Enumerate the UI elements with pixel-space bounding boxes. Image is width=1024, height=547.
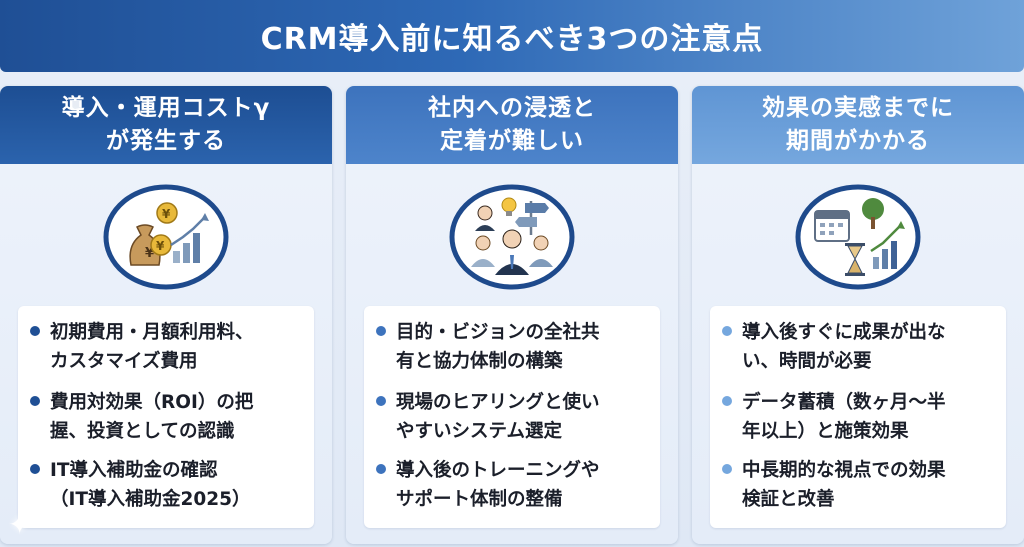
column-title-line2: が発生する — [106, 128, 226, 154]
column-adoption: 社内への浸透と 定着が難しい — [346, 86, 678, 544]
list-item: 導入後すぐに成果が出な い、時間が必要 — [722, 318, 1002, 376]
points-list: 導入後すぐに成果が出な い、時間が必要 データ蓄積（数ヶ月〜半 年以上）と施策効… — [710, 306, 1006, 528]
column-title-line1: 社内への浸透と — [428, 95, 596, 121]
column-title-line2: 期間がかかる — [786, 128, 930, 154]
column-title-line1: 導入・運用コストγ — [61, 95, 271, 121]
list-item: 費用対効果（ROI）の把 握、投資としての認識 — [30, 388, 310, 446]
column-title-line2: 定着が難しい — [440, 128, 584, 154]
bullet-icon — [376, 326, 386, 336]
list-item: 目的・ビジョンの全社共 有と協力体制の構築 — [376, 318, 656, 376]
bullet-icon — [722, 326, 732, 336]
team-people-direction-icon — [447, 183, 577, 291]
column-title-line1: 効果の実感までに — [762, 95, 954, 121]
bullet-icon — [376, 464, 386, 474]
points-list: 目的・ビジョンの全社共 有と協力体制の構築 現場のヒアリングと使い やすいシステ… — [364, 306, 660, 528]
list-item: IT導入補助金の確認 （IT導入補助金2025） — [30, 456, 310, 514]
calendar-hourglass-growth-icon — [793, 183, 923, 291]
list-item: データ蓄積（数ヶ月〜半 年以上）と施策効果 — [722, 388, 1002, 446]
sparkle-icon: ✦ — [974, 486, 1003, 526]
bullet-icon — [722, 396, 732, 406]
header-banner: CRM導入前に知るべき3つの注意点 — [0, 0, 1024, 72]
column-header: 効果の実感までに 期間がかかる — [692, 86, 1024, 164]
sparkle-icon: ✦ — [8, 508, 32, 541]
money-bag-yen-chart-icon: ¥ ¥ ¥ — [101, 183, 231, 291]
svg-text:¥: ¥ — [156, 239, 165, 253]
list-item: 初期費用・月額利用料、 カスタマイズ費用 — [30, 318, 310, 376]
bullet-icon — [30, 464, 40, 474]
column-header: 導入・運用コストγ が発生する — [0, 86, 332, 164]
page-title: CRM導入前に知るべき3つの注意点 — [260, 22, 764, 57]
column-time-to-effect: 効果の実感までに 期間がかかる — [692, 86, 1024, 544]
bullet-icon — [30, 396, 40, 406]
bullet-icon — [722, 464, 732, 474]
points-list: 初期費用・月額利用料、 カスタマイズ費用 費用対効果（ROI）の把 握、投資とし… — [18, 306, 314, 528]
list-item: 中長期的な視点での効果 検証と改善 — [722, 456, 1002, 514]
list-item: 導入後のトレーニングや サポート体制の整備 — [376, 456, 656, 514]
bullet-icon — [30, 326, 40, 336]
column-header: 社内への浸透と 定着が難しい — [346, 86, 678, 164]
svg-text:¥: ¥ — [162, 207, 171, 221]
bullet-icon — [376, 396, 386, 406]
svg-text:¥: ¥ — [145, 246, 154, 261]
sparkle-icon: ✦ — [40, 500, 54, 519]
list-item: 現場のヒアリングと使い やすいシステム選定 — [376, 388, 656, 446]
column-cost: 導入・運用コストγ が発生する ¥ ¥ ¥ 初期費用・月額利用料、 カスタマイズ… — [0, 86, 332, 544]
